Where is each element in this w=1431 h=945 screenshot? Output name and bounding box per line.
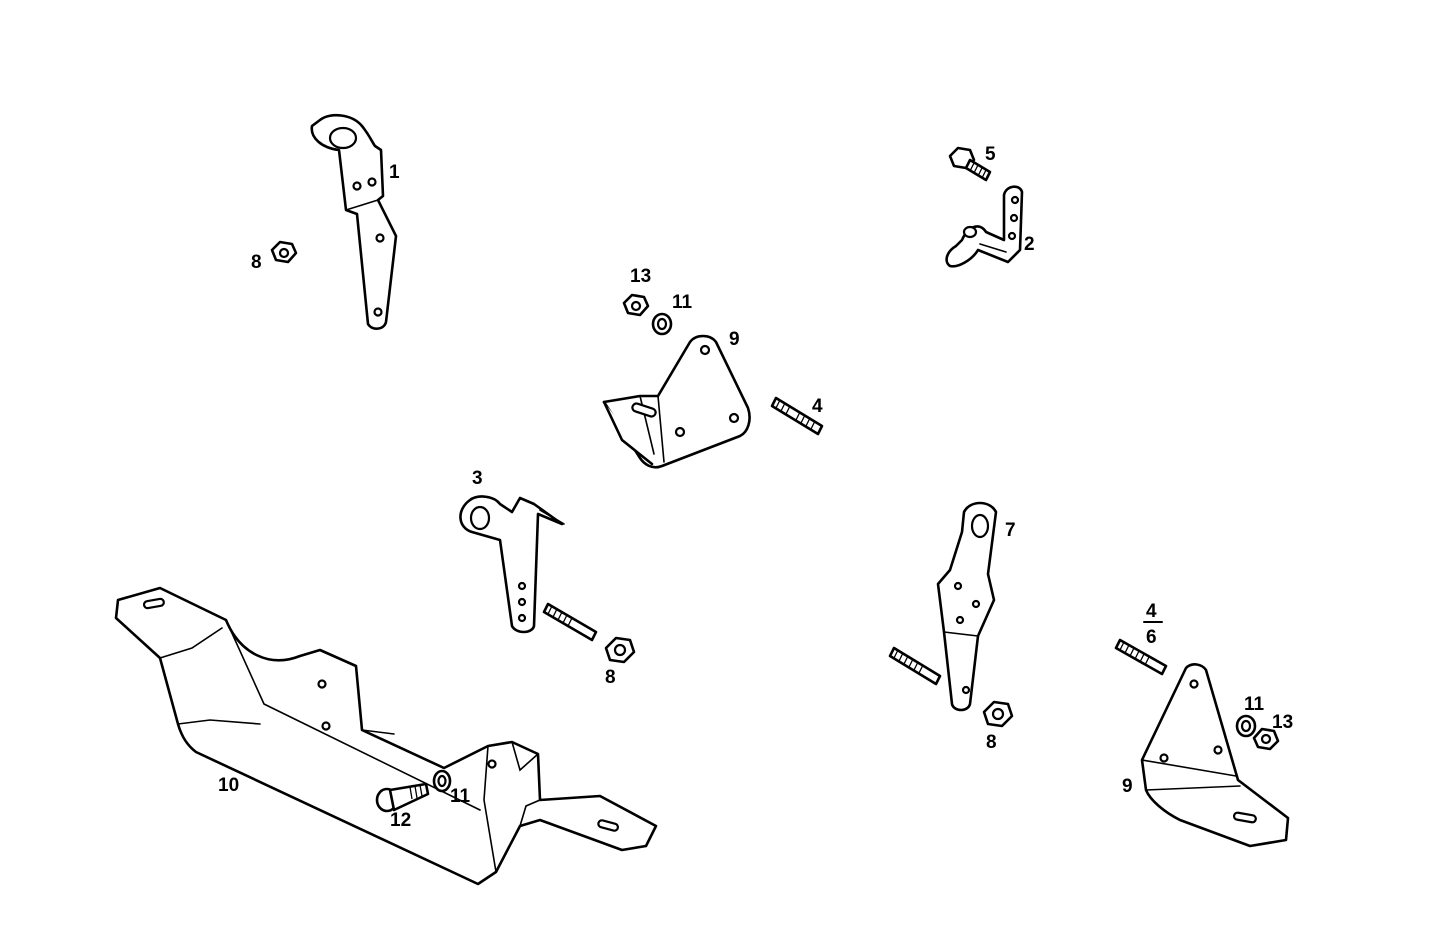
callout-11-bottom: 11 — [450, 786, 471, 807]
callout-4-right: 4 — [1146, 601, 1157, 622]
callout-13-top: 13 — [630, 266, 651, 287]
part-11-washer-bottom — [432, 769, 452, 793]
part-4-stud-mid — [542, 602, 598, 642]
callout-13-right: 13 — [1272, 712, 1293, 733]
callout-8-mid: 8 — [605, 667, 616, 688]
callout-11-top: 11 — [672, 292, 693, 313]
part-12-bolt — [375, 782, 430, 813]
callout-8-left: 8 — [251, 252, 262, 273]
callout-2: 2 — [1024, 234, 1035, 255]
part-5-bolt — [948, 146, 992, 182]
callout-9-center: 9 — [729, 329, 740, 350]
callout-5: 5 — [985, 144, 996, 165]
part-4-stud-center — [770, 396, 824, 436]
part-10-cross-member — [114, 586, 658, 886]
callout-10: 10 — [218, 775, 239, 796]
callout-4-center: 4 — [812, 396, 823, 417]
part-8-nut-left — [270, 240, 298, 264]
part-8-nut-mid — [604, 636, 636, 664]
part-2-clamp-bracket — [945, 185, 1024, 268]
part-11-washer-right — [1235, 714, 1257, 738]
part-4-6-stud — [1114, 621, 1168, 676]
part-13-nut-right — [1252, 727, 1280, 751]
part-4-stud-right — [888, 646, 942, 686]
callout-12: 12 — [390, 810, 411, 831]
part-1-bracket — [310, 113, 398, 330]
callout-9-right: 9 — [1122, 776, 1133, 797]
part-8-nut-right — [982, 700, 1014, 728]
callout-11-right: 11 — [1244, 694, 1265, 715]
part-13-nut-top — [622, 293, 650, 317]
callout-8-right: 8 — [986, 732, 997, 753]
part-3-bracket — [459, 495, 565, 634]
callout-7: 7 — [1005, 520, 1016, 541]
callout-6: 6 — [1146, 627, 1157, 648]
part-7-bracket — [936, 501, 998, 712]
callout-3: 3 — [472, 468, 483, 489]
part-11-washer-top — [651, 312, 673, 336]
callout-1: 1 — [389, 162, 400, 183]
part-9-bracket-right — [1140, 663, 1290, 848]
part-9-bracket-center — [602, 334, 751, 469]
